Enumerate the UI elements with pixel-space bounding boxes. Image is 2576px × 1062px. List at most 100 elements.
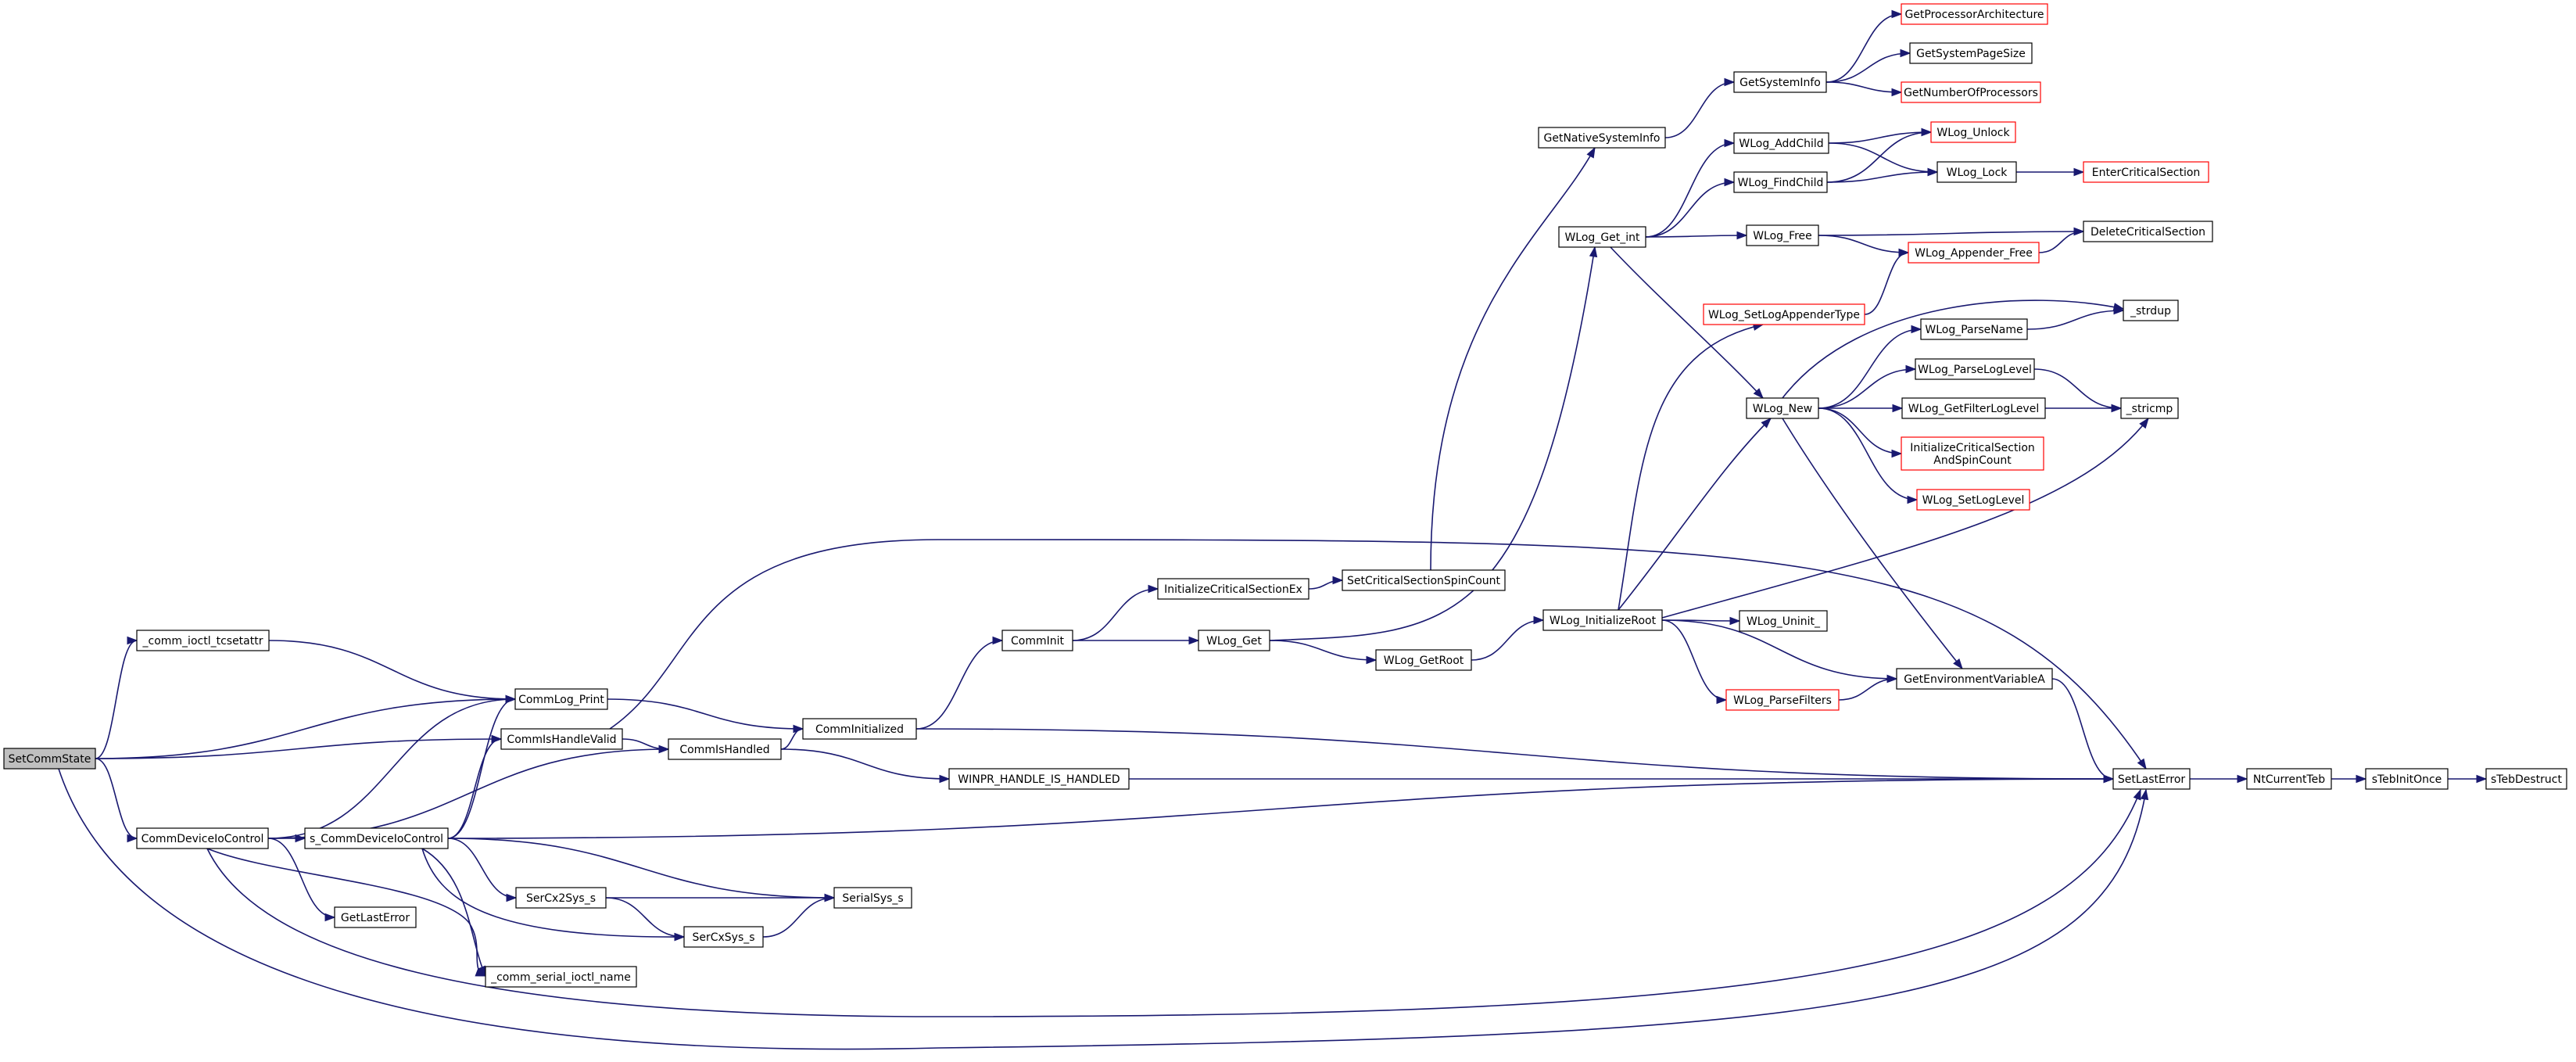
edge-arrowhead (1753, 388, 1764, 400)
edge-arrowhead (939, 774, 951, 784)
node-label: SerCx2Sys_s (526, 892, 596, 905)
edge-arrowhead (2073, 227, 2085, 236)
node-get-system-page-size[interactable]: GetSystemPageSize (1909, 42, 2033, 64)
edge-wlog-initialize-root-to-stricmp (1661, 418, 2149, 619)
edge-wlog-new-to-wlog-set-log-level (1818, 407, 1918, 501)
edge-arrowhead (1724, 178, 1736, 187)
node-comm-initialized[interactable]: CommInitialized (802, 718, 917, 740)
node-delete-critical-section[interactable]: DeleteCriticalSection (2083, 221, 2213, 242)
node-label: SerCxSys_s (692, 931, 754, 944)
edge-arrowhead (793, 724, 804, 734)
node-s-teb-init-once[interactable]: sTebInitOnce (2365, 768, 2449, 790)
edge-s-comm-device-io-control-to-ser-cx2-sys-s (447, 838, 517, 899)
function-nodes: SetCommState _comm_ioctl_tcsetattrCommLog… (3, 3, 2567, 988)
edge-get-system-info-to-get-number-of-processors (1825, 81, 1902, 93)
node-box (1936, 161, 2017, 183)
node-wlog-parse-name[interactable]: WLog_ParseName (1920, 318, 2028, 340)
node-wlog-new[interactable]: WLog_New (1746, 397, 1819, 419)
node-s-comm-device-io-control[interactable]: s_CommDeviceIoControl (304, 827, 449, 849)
node-comm-init[interactable]: CommInit (1001, 630, 1073, 651)
node-box (948, 768, 1130, 790)
edge-comm-initialized-to-set-last-error (915, 728, 2114, 780)
node-enter-critical-section[interactable]: EnterCriticalSection (2083, 161, 2209, 183)
node-initialize-critical-section-ex[interactable]: InitializeCriticalSectionEx (1157, 578, 1309, 600)
node-box (1001, 630, 1073, 651)
node-wlog-get-int[interactable]: WLog_Get_int (1558, 226, 1646, 248)
node-comm-is-handled[interactable]: CommIsHandled (668, 738, 782, 760)
edge-get-environment-variable-a-to-set-last-error (2051, 678, 2114, 780)
edge-comm-device-io-control-to-set-last-error (206, 789, 2141, 1017)
node-wlog-parse-filters[interactable]: WLog_ParseFilters (1725, 689, 1840, 711)
node-wlog-get-root[interactable]: WLog_GetRoot (1375, 649, 1472, 671)
node-label: WLog_ParseLogLevel (1918, 364, 2032, 376)
node-label: WLog_Appender_Free (1915, 247, 2033, 260)
edge-wlog-parse-name-to-strdup (2026, 310, 2124, 330)
node-wlog-set-log-level[interactable]: WLog_SetLogLevel (1916, 489, 2030, 511)
node-get-native-system-info[interactable]: GetNativeSystemInfo (1538, 127, 1666, 149)
node-s-teb-destruct[interactable]: sTebDestruct (2485, 768, 2567, 790)
node-label: GetProcessorArchitecture (1904, 9, 2044, 21)
edge-ser-cx-sys-s-to-serial-sys-s (762, 897, 835, 938)
edge-arrowhead (2476, 774, 2488, 784)
node-wlog-set-log-appender-type[interactable]: WLog_SetLogAppenderType (1703, 303, 1865, 325)
edge-wlog-get-int-to-wlog-add-child (1645, 142, 1735, 238)
node-label: sTebInitOnce (2372, 773, 2442, 786)
edge-wlog-get-int-to-wlog-new (1610, 246, 1764, 399)
node-comm-is-handle-valid[interactable]: CommIsHandleValid (500, 728, 623, 750)
node-wlog-unlock[interactable]: WLog_Unlock (1930, 121, 2016, 143)
node-box (334, 906, 417, 928)
node-comm-serial-ioctl-name[interactable]: _comm_serial_ioctl_name (485, 966, 637, 988)
node-comm-log-print[interactable]: CommLog_Print (514, 688, 608, 710)
edge-wlog-get-to-wlog-get-root (1269, 640, 1377, 661)
node-box (136, 630, 270, 651)
node-box (1915, 358, 2035, 380)
node-set-last-error[interactable]: SetLastError (2112, 768, 2191, 790)
node-comm-device-io-control[interactable]: CommDeviceIoControl (136, 827, 269, 849)
node-box (1916, 489, 2030, 511)
node-get-system-info[interactable]: GetSystemInfo (1733, 71, 1827, 93)
node-serial-sys-s[interactable]: SerialSys_s (833, 887, 912, 909)
node-stricmp[interactable]: _stricmp (2120, 397, 2179, 419)
node-nt-current-teb[interactable]: NtCurrentTeb (2246, 768, 2332, 790)
node-get-number-of-processors[interactable]: GetNumberOfProcessors (1901, 81, 2041, 103)
node-get-last-error[interactable]: GetLastError (334, 906, 417, 928)
edge-arrowhead (1586, 146, 1596, 159)
node-get-processor-architecture[interactable]: GetProcessorArchitecture (1901, 3, 2048, 25)
node-box (1733, 71, 1827, 93)
node-wlog-find-child[interactable]: WLog_FindChild (1733, 171, 1828, 193)
node-box (1542, 609, 1663, 631)
node-ser-cx2-sys-s[interactable]: SerCx2Sys_s (515, 887, 607, 909)
node-winpr-handle-is-handled[interactable]: WINPR_HANDLE_IS_HANDLED (948, 768, 1130, 790)
edge-arrowhead (824, 893, 836, 902)
node-strdup[interactable]: _strdup (2123, 300, 2179, 321)
node-wlog-appender-free[interactable]: WLog_Appender_Free (1908, 242, 2040, 264)
edge-arrowhead (127, 636, 138, 645)
node-wlog-initialize-root[interactable]: WLog_InitializeRoot (1542, 609, 1663, 631)
node-comm-ioctl-tcsetattr[interactable]: _comm_ioctl_tcsetattr (136, 630, 270, 651)
node-wlog-uninit-[interactable]: WLog_Uninit_ (1739, 610, 1828, 632)
node-wlog-lock[interactable]: WLog_Lock (1936, 161, 2017, 183)
node-set-critical-section-spin-count[interactable]: SetCriticalSectionSpinCount (1342, 569, 1506, 591)
edge-arrowhead (1148, 584, 1159, 594)
node-box (1342, 569, 1506, 591)
node-label: CommIsHandled (679, 744, 769, 756)
node-label: CommLog_Print (518, 694, 604, 706)
node-wlog-get-filter-log-level[interactable]: WLog_GetFilterLogLevel (1901, 397, 2046, 419)
node-box (668, 738, 782, 760)
node-ser-cx-sys-s[interactable]: SerCxSys_s (683, 926, 764, 948)
node-label: WLog_InitializeRoot (1550, 615, 1657, 627)
node-wlog-free[interactable]: WLog_Free (1746, 224, 1819, 246)
edge-wlog-new-to-strdup (1782, 300, 2124, 399)
node-label: GetLastError (341, 912, 410, 924)
node-wlog-parse-log-level[interactable]: WLog_ParseLogLevel (1915, 358, 2035, 380)
node-get-environment-variable-a[interactable]: GetEnvironmentVariableA (1896, 668, 2053, 690)
node-box (833, 887, 912, 909)
node-set-comm-state[interactable]: SetCommState (3, 748, 96, 770)
edge-get-system-info-to-get-processor-architecture (1825, 13, 1902, 83)
node-wlog-add-child[interactable]: WLog_AddChild (1733, 132, 1829, 154)
edge-wlog-find-child-to-wlog-lock (1826, 171, 1938, 183)
node-wlog-get[interactable]: WLog_Get (1198, 630, 1270, 651)
node-box (136, 827, 269, 849)
edge-wlog-free-to-wlog-appender-free (1818, 235, 1909, 253)
